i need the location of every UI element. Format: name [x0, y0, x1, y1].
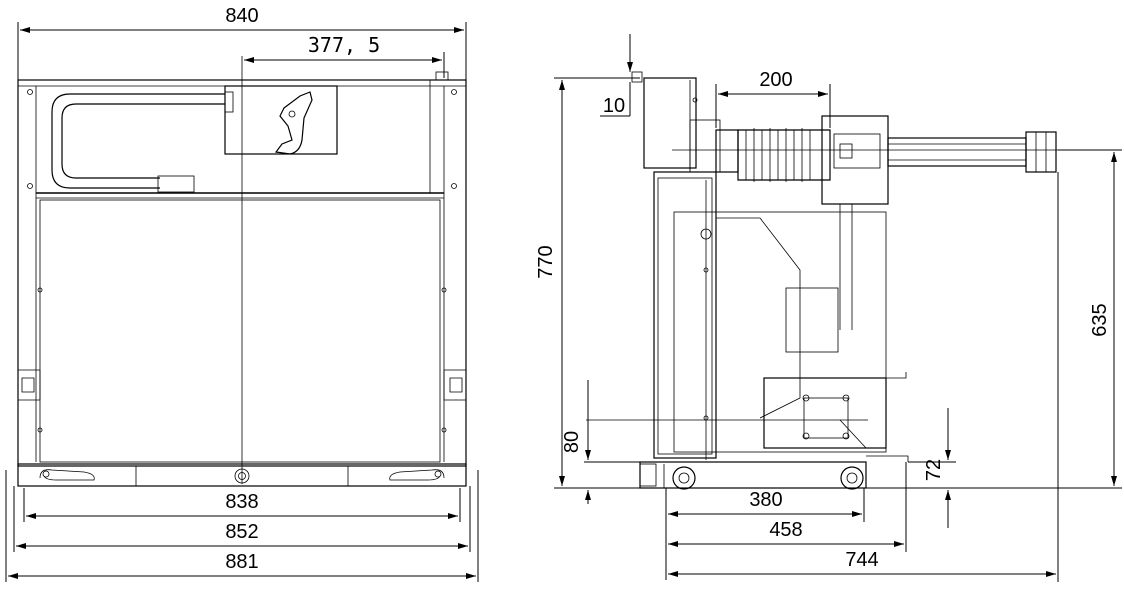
- bellows: [745, 128, 811, 182]
- side-lower-mechanism: [586, 372, 907, 449]
- dim-881: 881: [225, 551, 258, 573]
- front-view: 840 377, 5 838 852 881: [5, 5, 479, 582]
- dim-770: 770: [535, 245, 557, 278]
- side-view: 770 10 200 635 80 72: [535, 34, 1122, 582]
- dim-635: 635: [1089, 303, 1111, 336]
- side-wheels: [639, 455, 909, 490]
- dim-377-5: 377, 5: [308, 33, 380, 57]
- side-main-body: [653, 171, 887, 460]
- dim-80: 80: [561, 431, 583, 453]
- side-top-housing: [631, 71, 721, 173]
- dim-840: 840: [225, 5, 258, 27]
- dim-852: 852: [225, 521, 258, 543]
- dim-838: 838: [225, 491, 258, 513]
- front-bolts: [27, 89, 457, 433]
- dim-72: 72: [923, 459, 945, 481]
- dim-380: 380: [749, 489, 782, 511]
- side-bushing-arm: [715, 115, 1057, 330]
- front-dimensions: 840 377, 5 838 852 881: [5, 5, 479, 582]
- front-u-pipe: [51, 93, 225, 193]
- front-handle-box: [224, 85, 338, 155]
- dim-744: 744: [845, 549, 878, 571]
- dim-200: 200: [759, 69, 792, 91]
- side-dimensions: 770 10 200 635 80 72: [535, 34, 1122, 582]
- dim-458: 458: [769, 519, 802, 541]
- dim-10: 10: [603, 95, 625, 117]
